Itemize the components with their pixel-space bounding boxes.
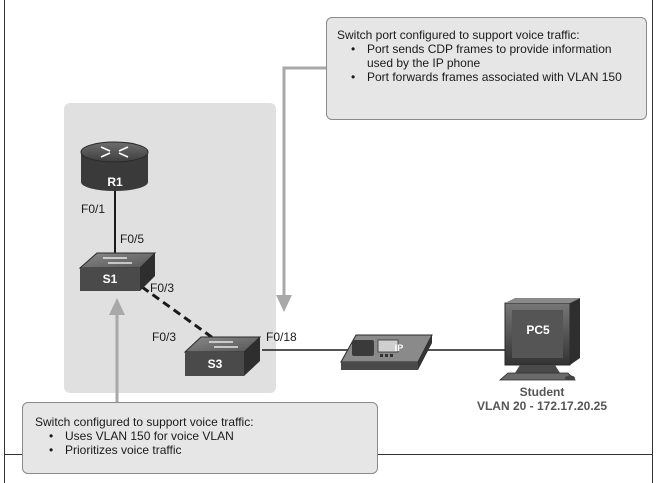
callout-port-list: Port sends CDP frames to provide informa… xyxy=(337,42,636,84)
switch-s1-icon xyxy=(78,252,157,291)
ip-phone-icon xyxy=(340,334,433,370)
pc-name: PC5 xyxy=(526,323,550,337)
frame-right-edge xyxy=(652,0,653,483)
router-icon xyxy=(80,141,149,191)
callout-switch-bullet: Prioritizes voice traffic xyxy=(49,443,367,457)
port-label-s3-f0-3: F0/3 xyxy=(152,330,177,344)
link-s1-s3-dashed xyxy=(141,285,214,340)
router-name: R1 xyxy=(107,175,123,189)
frame-left-edge xyxy=(4,0,5,483)
port-label-s3-f0-18: F0/18 xyxy=(266,330,297,344)
arrow-port-callout xyxy=(276,66,326,312)
callout-port-bullet: Port sends CDP frames to provide informa… xyxy=(351,42,636,70)
arrow-switch-callout xyxy=(109,298,125,406)
callout-port-config: Switch port configured to support voice … xyxy=(326,17,647,120)
callout-switch-list: Uses VLAN 150 for voice VLAN Prioritizes… xyxy=(35,429,367,457)
switch-s3-icon xyxy=(183,336,262,376)
student-caption: Student VLAN 20 - 172.17.20.25 xyxy=(462,385,622,413)
student-role: Student xyxy=(519,385,565,399)
switch-s1-name: S1 xyxy=(102,272,118,286)
student-vlan-ip: VLAN 20 - 172.17.20.25 xyxy=(476,399,608,413)
callout-port-title: Switch port configured to support voice … xyxy=(337,28,580,42)
port-label-s1-f0-5: F0/5 xyxy=(120,232,145,246)
port-label-r1-f0-1: F0/1 xyxy=(81,202,106,216)
callout-switch-config: Switch configured to support voice traff… xyxy=(22,402,378,474)
callout-switch-title: Switch configured to support voice traff… xyxy=(35,415,254,429)
port-label-s1-f0-3: F0/3 xyxy=(150,281,175,295)
callout-port-bullet: Port forwards frames associated with VLA… xyxy=(351,70,636,84)
switch-s3-name: S3 xyxy=(207,357,223,371)
pc-icon xyxy=(498,298,580,381)
ip-phone-label: IP xyxy=(394,343,404,353)
callout-switch-bullet: Uses VLAN 150 for voice VLAN xyxy=(49,429,367,443)
